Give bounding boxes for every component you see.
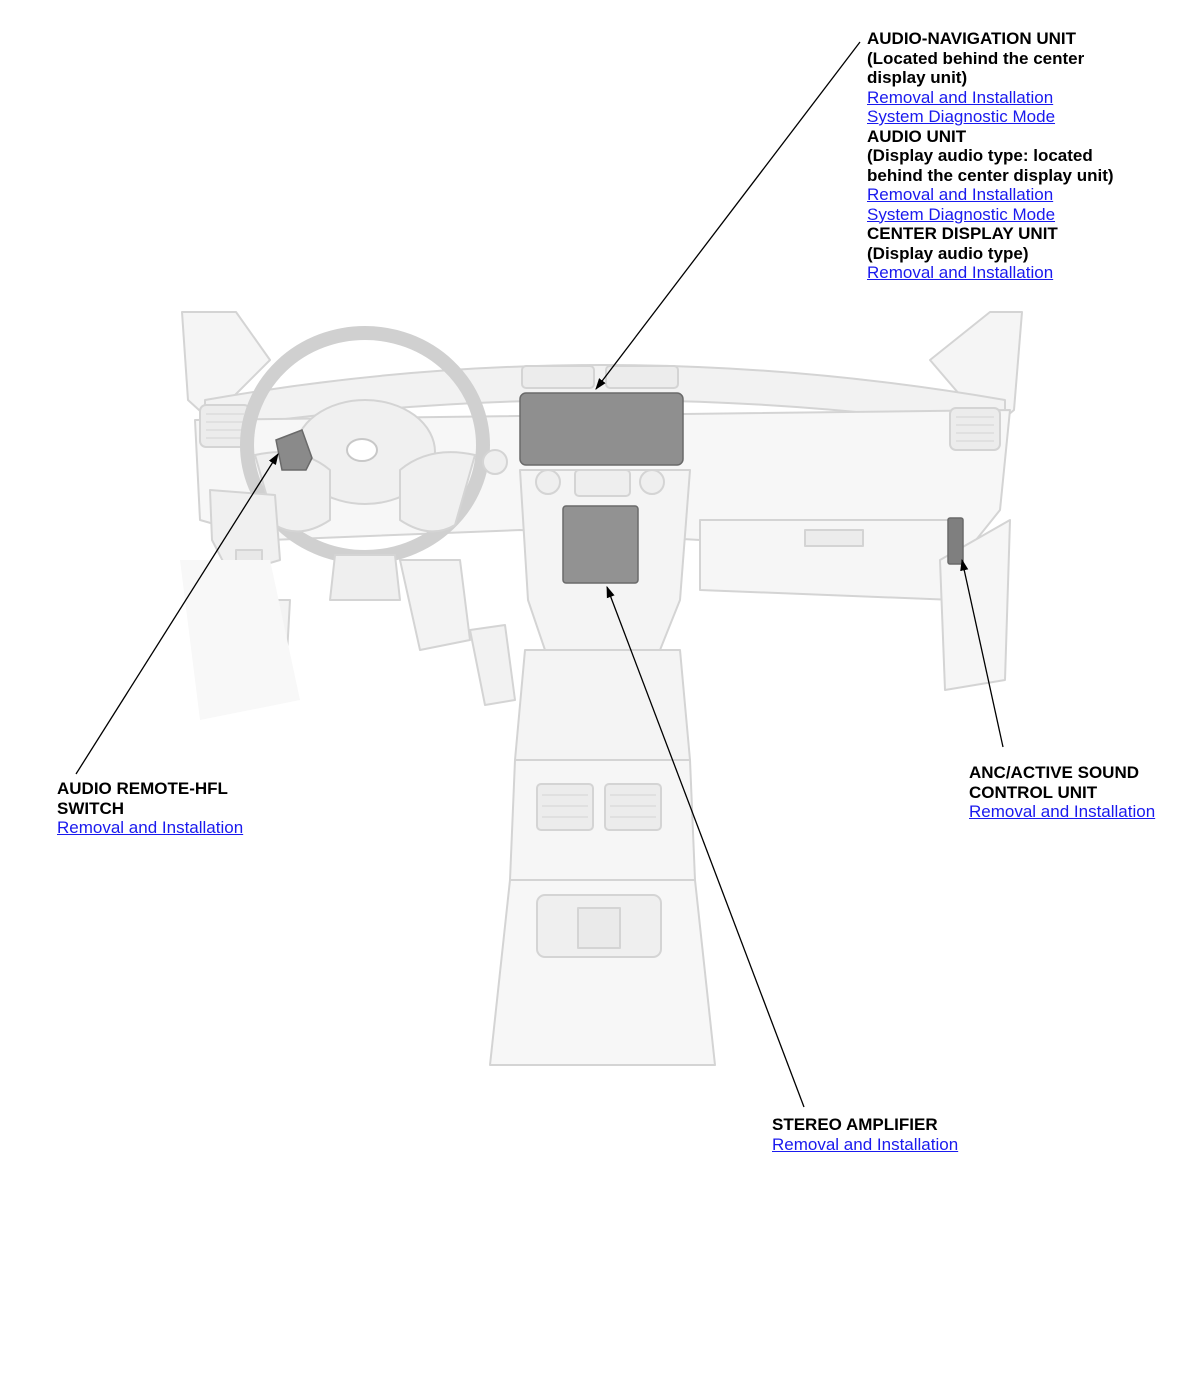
anc-unit-removal-link[interactable]: Removal and Installation xyxy=(969,802,1156,821)
anc-unit-title-line-2: CONTROL UNIT xyxy=(969,782,1098,802)
leader-line-amp xyxy=(606,585,805,1108)
callout-stereo-amplifier: STEREO AMPLIFIER Removal and Installatio… xyxy=(772,1115,1032,1154)
center-display-title: CENTER DISPLAY UNIT xyxy=(867,224,1058,243)
audio-unit-title: AUDIO UNIT xyxy=(867,126,967,146)
center-display-note: (Display audio type) xyxy=(867,243,1029,263)
audio-unit-removal-link[interactable]: Removal and Installation xyxy=(867,185,1054,204)
nav-unit-title: AUDIO-NAVIGATION UNIT xyxy=(867,29,1077,48)
callout-audio-navigation: AUDIO-NAVIGATION UNIT (Located behind th… xyxy=(867,29,1187,283)
nav-unit-diagnostic-link[interactable]: System Diagnostic Mode xyxy=(867,107,1056,126)
nav-unit-removal-link[interactable]: Removal and Installation xyxy=(867,87,1054,107)
hfl-switch-title-line-1: AUDIO REMOTE-HFL xyxy=(57,779,228,798)
audio-unit-note-line-1: (Display audio type: located xyxy=(867,146,1093,165)
stereo-amplifier-title: STEREO AMPLIFIER xyxy=(772,1115,938,1134)
stereo-amplifier-removal-link[interactable]: Removal and Installation xyxy=(772,1134,959,1154)
center-display-removal-link[interactable]: Removal and Installation xyxy=(867,263,1054,282)
audio-remote-hfl-switch-shape xyxy=(275,429,313,471)
center-display-unit-shape xyxy=(519,392,684,466)
hfl-switch-title-line-2: SWITCH xyxy=(57,798,125,818)
callout-audio-remote-hfl-switch: AUDIO REMOTE-HFL SWITCH Removal and Inst… xyxy=(57,779,317,838)
audio-unit-diagnostic-link[interactable]: System Diagnostic Mode xyxy=(867,204,1056,224)
leader-line-anc xyxy=(960,558,1004,748)
stereo-amplifier-shape xyxy=(562,505,639,584)
nav-unit-note-line-2: display unit) xyxy=(867,68,968,87)
leader-line-nav xyxy=(595,41,861,390)
hfl-switch-removal-link[interactable]: Removal and Installation xyxy=(57,818,244,837)
anc-unit-shape xyxy=(947,517,964,565)
leader-line-hfl xyxy=(75,453,279,775)
leader-lines xyxy=(75,41,1004,1108)
highlighted-components xyxy=(275,392,964,584)
audio-unit-note-line-2: behind the center display unit) xyxy=(867,165,1114,185)
callout-anc-unit: ANC/ACTIVE SOUND CONTROL UNIT Removal an… xyxy=(969,763,1199,822)
nav-unit-note-line-1: (Located behind the center xyxy=(867,48,1085,68)
anc-unit-title-line-1: ANC/ACTIVE SOUND xyxy=(969,763,1140,782)
